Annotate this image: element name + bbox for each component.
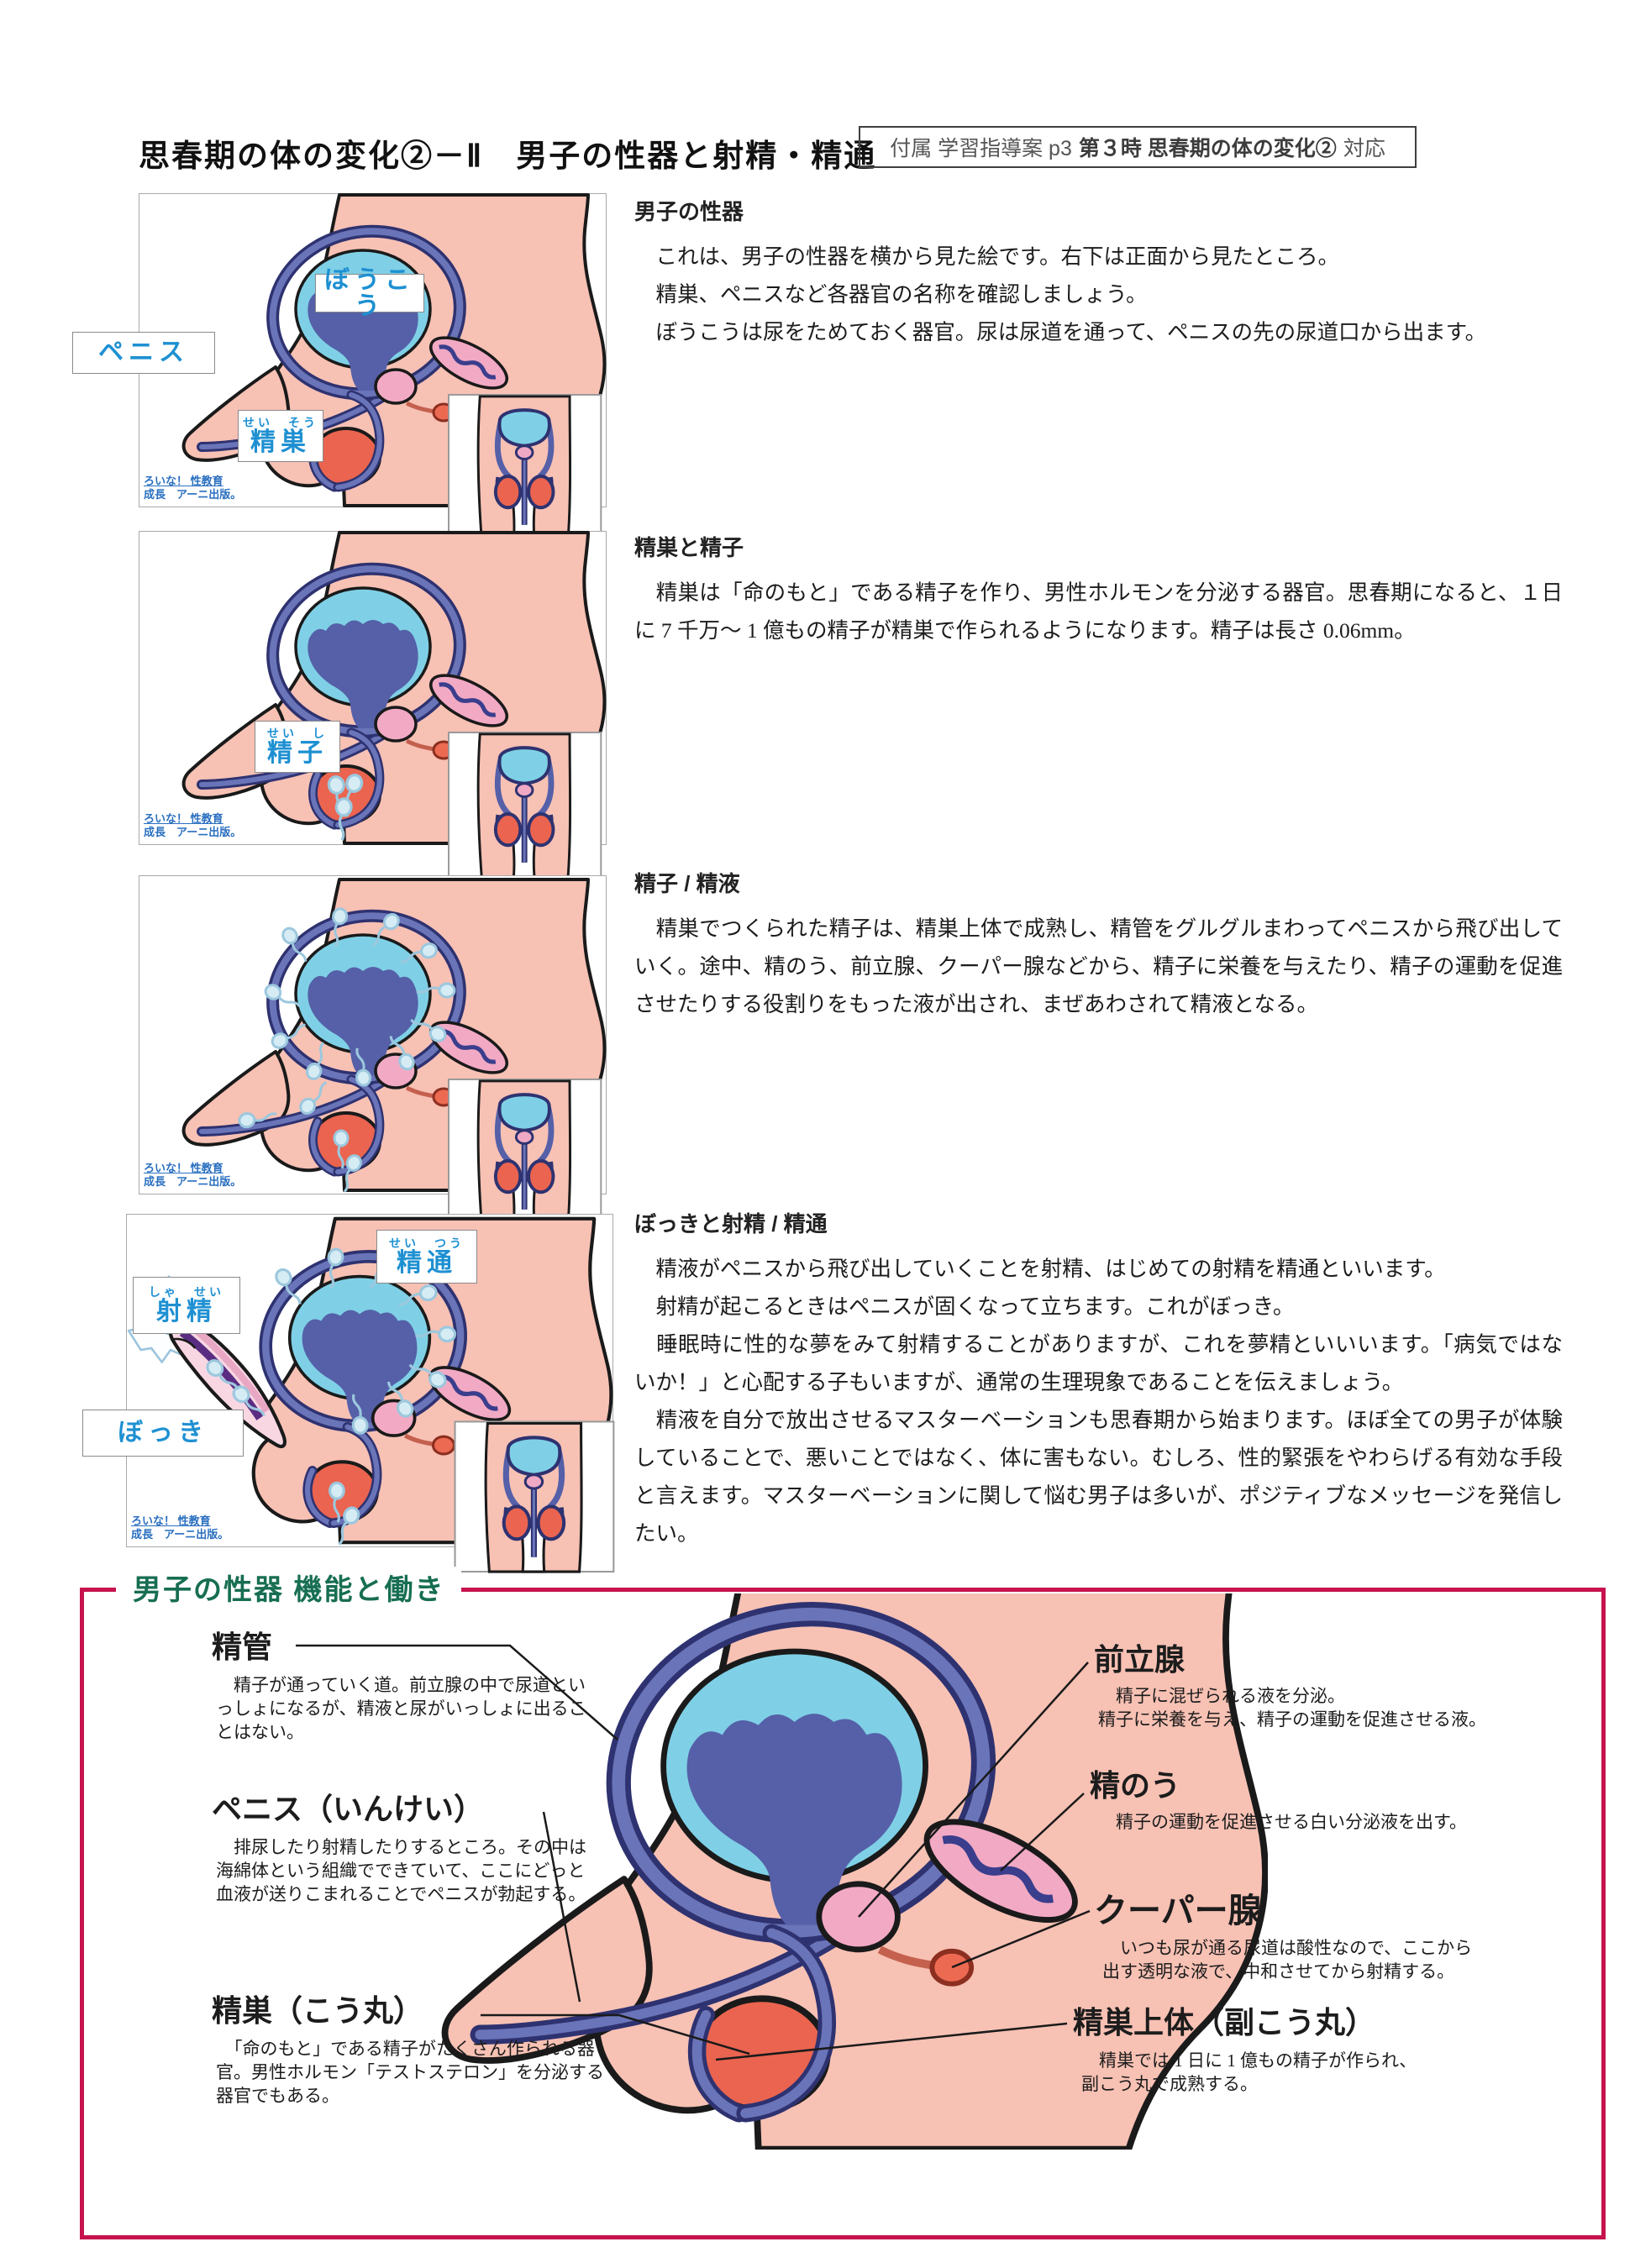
diagram-panel-organs: ろいな！ 性教育 成長 アーニ出版。	[139, 193, 607, 507]
side-view-figure	[139, 878, 607, 1194]
section-paragraph: 精液がペニスから飛び出していくことを射精、はじめての射精を精通といいます。	[634, 1257, 1446, 1281]
diagram-panel-ejaculation: ろいな！ 性教育 成長 アーニ出版。	[126, 1214, 613, 1547]
publisher-logo: ろいな！ 性教育 成長 アーニ出版。	[144, 812, 242, 838]
section-paragraph: 精液を自分で放出させるマスターベーションも思春期から始まります。ほぼ全ての男子が…	[634, 1408, 1563, 1546]
reference-box: 付属 学習指導案 p3 第３時 思春期の体の変化② 対応	[859, 126, 1417, 168]
label-testis-kougan: 精巣（こう丸）	[212, 1993, 424, 2028]
ref-suffix: 対応	[1343, 137, 1385, 160]
section-paragraph: 睡眠時に性的な夢をみて射精することがありますが、これを夢精といいいます。「病気で…	[634, 1332, 1563, 1394]
desc-penis-inkei: 排尿したり射精したりするところ。その中は海綿体という組織でできていて、ここにどっ…	[216, 1837, 586, 1904]
desc-prostate: 精子に混ぜられる液を分泌。 精子に栄養を与え、精子の運動を促進させる液。	[1098, 1686, 1486, 1730]
label-epididymis: 精巣上体（副こう丸）	[1073, 2005, 1376, 2040]
label-bladder: ぼうこう	[315, 266, 424, 319]
desc-testis-kougan: 「命のもと」である精子がたくさん作られる器官。男性ホルモン「テストステロン」を分…	[216, 2039, 604, 2106]
section-paragraph: ぼうこうは尿をためておく器官。尿は尿道を通って、ペニスの先の尿道口から出ます。	[634, 320, 1487, 344]
publisher-logo: ろいな！ 性教育 成長 アーニ出版。	[144, 475, 242, 501]
label-penis-inkei: ペニス（いんけい）	[212, 1792, 485, 1826]
label-penis: ペニス	[72, 332, 215, 374]
section-erection-ejaculation: ぼっきと射精 / 精通 精液がペニスから飛び出していくことを射精、はじめての射精…	[634, 1207, 1563, 1552]
function-box: 精管 精子が通っていく道。前立腺の中で尿道といっしょになるが、精液と尿がいっしょ…	[80, 1567, 1606, 2239]
section-paragraph: 精巣でつくられた精子は、精巣上体で成熟し、精管をグルグルまわってペニスから飛び出…	[634, 916, 1563, 1016]
label-erection: ぼっき	[82, 1410, 244, 1457]
label-first-ejaculation: せい つう 精通	[376, 1230, 477, 1284]
diagram-panel-sperm: ろいな！ 性教育 成長 アーニ出版。	[139, 531, 607, 845]
label-sperm: せい し 精子	[255, 721, 340, 773]
page-title: 思春期の体の変化②－Ⅱ 男子の性器と射精・精通	[139, 139, 877, 173]
section-male-organs: 男子の性器 これは、男子の性器を横から見た絵です。右下は正面から見たところ。 精…	[634, 195, 1563, 351]
side-view-figure	[127, 1215, 612, 1546]
section-heading: ぼっきと射精 / 精通	[634, 1211, 828, 1236]
section-paragraph: 精巣は「命のもと」である精子を作り、男性ホルモンを分泌する器官。思春期になると、…	[634, 580, 1563, 643]
desc-vas-deferens: 精子が通っていく道。前立腺の中で尿道といっしょになるが、精液と尿がいっしょに出る…	[216, 1675, 586, 1742]
desc-cowper-gland: いつも尿が通る尿道は酸性なので、ここから 出す透明な液で、中和させてから射精する…	[1102, 1938, 1473, 1982]
diagram-panel-semen: ろいな！ 性教育 成長 アーニ出版。	[139, 875, 607, 1194]
publisher-logo: ろいな！ 性教育 成長 アーニ出版。	[144, 1162, 242, 1188]
label-seminal-vesicle: 精のう	[1090, 1768, 1181, 1803]
label-prostate: 前立腺	[1094, 1642, 1186, 1677]
section-sperm-semen: 精子 / 精液 精巣でつくられた精子は、精巣上体で成熟し、精管をグルグルまわって…	[634, 867, 1563, 1023]
label-cowper-gland: クーパー腺	[1094, 1893, 1262, 1929]
section-testis-sperm: 精巣と精子 精巣は「命のもと」である精子を作り、男性ホルモンを分泌する器官。思春…	[634, 531, 1563, 649]
ref-session: 第３時 思春期の体の変化②	[1078, 137, 1337, 160]
section-heading: 男子の性器	[634, 199, 744, 224]
section-heading: 精巣と精子	[634, 535, 744, 560]
function-box-figure-area: 精管 精子が通っていく道。前立腺の中で尿道といっしょになるが、精液と尿がいっしょ…	[86, 1593, 1600, 2234]
publisher-logo: ろいな！ 性教育 成長 アーニ出版。	[131, 1515, 229, 1541]
label-testis: せい そう 精巣	[238, 410, 323, 462]
side-view-figure	[139, 531, 607, 844]
section-heading: 精子 / 精液	[634, 871, 740, 896]
function-box-title: 男子の性器 機能と働き	[116, 1567, 462, 1608]
section-paragraph: 射精が起こるときはペニスが固くなって立ちます。これがぼっき。	[634, 1294, 1295, 1319]
desc-epididymis: 精巣では 1 日に 1 億もの精子が作られ、 副こう丸で成熟する。	[1081, 2050, 1417, 2094]
label-ejaculation: しゃ せい 射精	[133, 1277, 240, 1334]
desc-seminal-vesicle: 精子の運動を促進させる白い分泌液を出す。	[1098, 1812, 1467, 1832]
section-paragraph: 精巣、ペニスなど各器官の名称を確認しましょう。	[634, 282, 1148, 307]
section-paragraph: これは、男子の性器を横から見た絵です。右下は正面から見たところ。	[634, 244, 1339, 269]
ref-prefix: 付属 学習指導案 p3	[890, 137, 1072, 160]
label-vas-deferens: 精管	[212, 1630, 273, 1664]
